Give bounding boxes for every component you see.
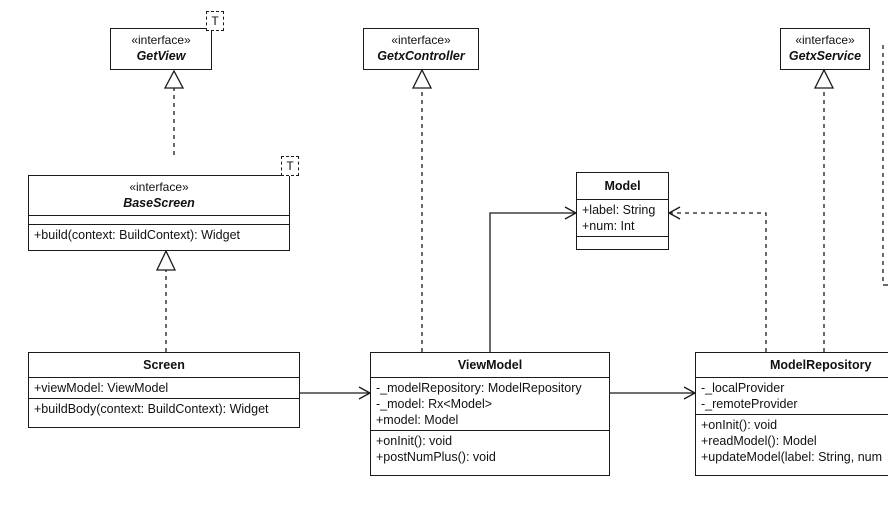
attributes-section: -_modelRepository: ModelRepository -_mod… <box>371 377 609 430</box>
attribute: +label: String <box>582 203 656 217</box>
type-parameter-basescreen: T <box>281 156 299 176</box>
method: +onInit(): void <box>701 418 778 432</box>
method: +postNumPlus(): void <box>376 450 496 464</box>
class-getview[interactable]: «interface» GetView <box>110 28 212 70</box>
realization-arrowhead-getxcontroller <box>411 68 433 89</box>
methods-section: +onInit(): void +postNumPlus(): void <box>371 430 609 467</box>
method: +updateModel(label: String, num <box>701 450 883 464</box>
stereotype-label: «interface» <box>391 33 451 47</box>
method: +build(context: BuildContext): Widget <box>34 228 241 242</box>
class-basescreen[interactable]: «interface» BaseScreen +build(context: B… <box>28 175 290 251</box>
attribute: -_remoteProvider <box>701 397 798 411</box>
methods-section <box>577 236 668 243</box>
method: +readModel(): Model <box>701 434 817 448</box>
class-getxcontroller[interactable]: «interface» GetxController <box>363 28 479 70</box>
class-model[interactable]: Model +label: String +num: Int <box>576 172 669 250</box>
stereotype-label: «interface» <box>129 180 189 194</box>
methods-section: +build(context: BuildContext): Widget <box>29 224 289 245</box>
type-parameter-getview: T <box>206 11 224 31</box>
class-name: ModelRepository <box>770 358 872 372</box>
class-name: BaseScreen <box>123 196 195 210</box>
attribute: -_modelRepository: ModelRepository <box>376 381 582 395</box>
class-getxservice[interactable]: «interface» GetxService <box>780 28 870 70</box>
association-viewmodel-model <box>489 212 576 352</box>
class-name: GetView <box>136 49 186 63</box>
realization-arrowhead-basescreen <box>155 249 177 271</box>
attributes-section: +label: String +num: Int <box>577 199 668 236</box>
class-name: Model <box>604 179 641 193</box>
method: +onInit(): void <box>376 434 453 448</box>
attribute: +num: Int <box>582 219 635 233</box>
class-name: Screen <box>143 358 185 372</box>
dependency-modelrepository-model <box>669 212 767 352</box>
methods-section: +buildBody(context: BuildContext): Widge… <box>29 398 299 419</box>
class-name: ViewModel <box>457 358 523 372</box>
class-name: GetxService <box>788 49 862 63</box>
class-screen[interactable]: Screen +viewModel: ViewModel +buildBody(… <box>28 352 300 428</box>
attribute: +viewModel: ViewModel <box>34 381 169 395</box>
attributes-section: -_localProvider -_remoteProvider <box>696 377 888 414</box>
class-viewmodel[interactable]: ViewModel -_modelRepository: ModelReposi… <box>370 352 610 476</box>
class-modelrepository[interactable]: ModelRepository -_localProvider -_remote… <box>695 352 888 476</box>
methods-section: +onInit(): void +readModel(): Model +upd… <box>696 414 888 467</box>
method: +buildBody(context: BuildContext): Widge… <box>34 402 269 416</box>
attribute: -_localProvider <box>701 381 785 395</box>
class-name: GetxController <box>377 49 465 63</box>
realization-arrowhead-getxservice <box>813 68 835 89</box>
attributes-section: +viewModel: ViewModel <box>29 377 299 398</box>
attributes-section <box>29 215 289 224</box>
stereotype-label: «interface» <box>795 33 855 47</box>
dependency-arrowhead-model <box>667 206 681 220</box>
realization-arrowhead-getview <box>163 69 185 89</box>
stereotype-label: «interface» <box>131 33 191 47</box>
attribute: -_model: Rx<Model> <box>376 397 493 411</box>
attribute: +model: Model <box>376 413 459 427</box>
